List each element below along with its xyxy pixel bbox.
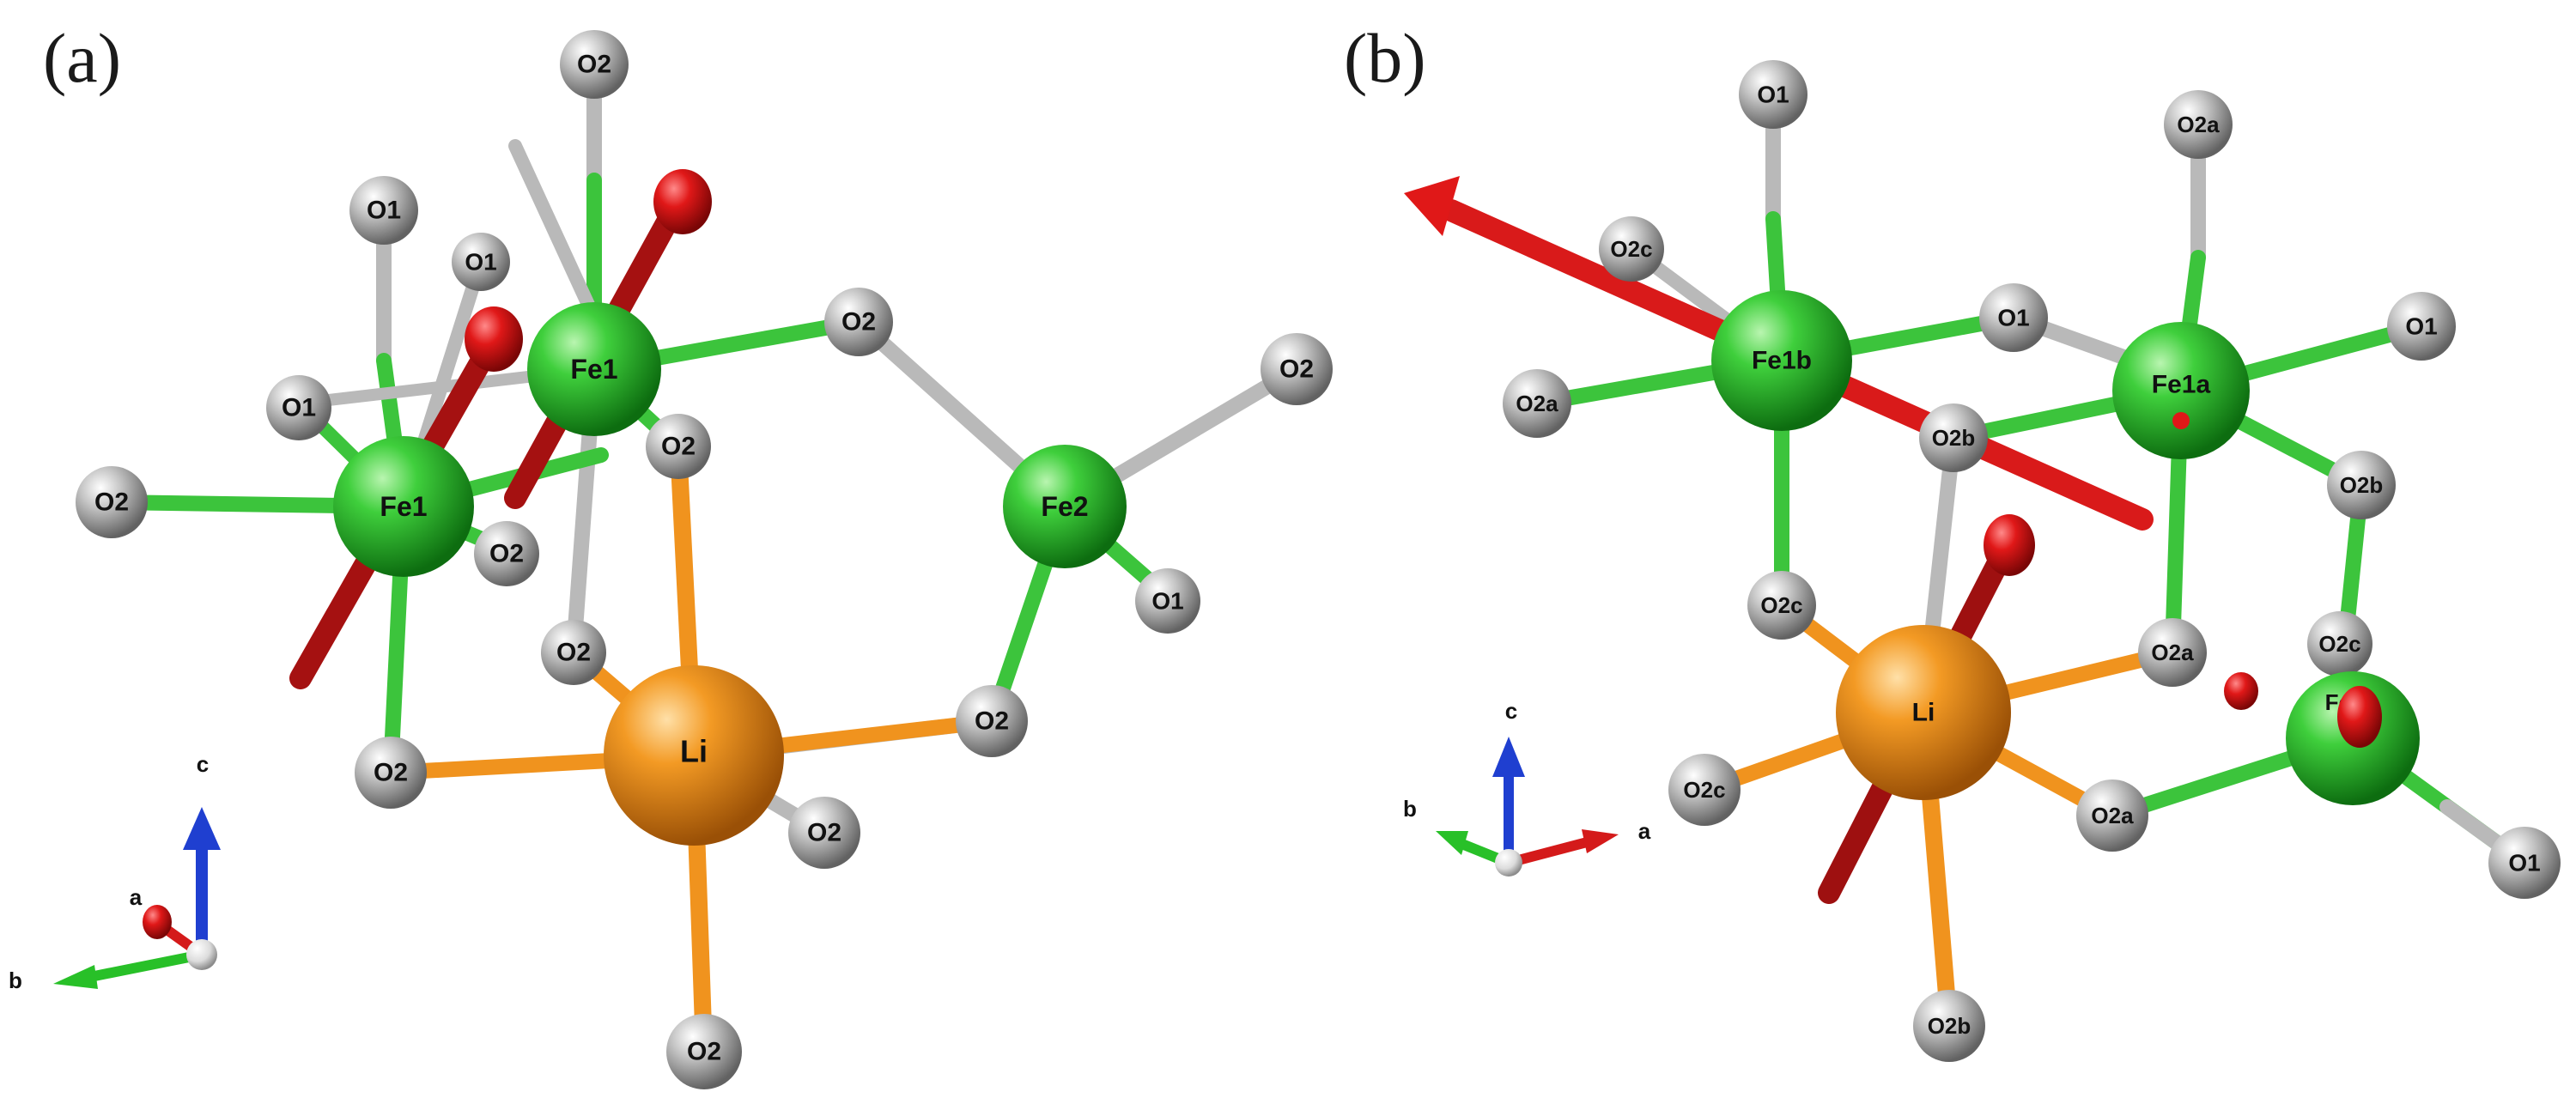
atom-label: Fe1a — [2152, 371, 2211, 399]
panel-label: (a) — [43, 19, 121, 97]
atoms: O1 O2a O2c Fe1b O1 Fe1a O1 O2a O2b O2b O… — [1503, 60, 2561, 1062]
axis-triad: c a b — [9, 751, 221, 993]
atom-label: O2 — [687, 1038, 721, 1066]
panel-label: (b) — [1344, 19, 1426, 97]
atom-label: O2a — [2091, 803, 2134, 828]
atom-label: O2 — [577, 51, 611, 79]
atom-label: O2a — [2151, 640, 2194, 665]
atom-label: Li — [680, 734, 708, 769]
atom-label: O2 — [556, 639, 591, 667]
atom-label: Fe1b — [1752, 347, 1812, 375]
atom-label: O1 — [1757, 82, 1789, 108]
atom-label: O2a — [1516, 391, 1558, 416]
atom-label: O2c — [1760, 592, 1802, 618]
atom-label: O2b — [1928, 1013, 1971, 1039]
atom-label: O1 — [2405, 313, 2437, 340]
axis-label-a: a — [130, 884, 143, 910]
atom-label: O2 — [489, 540, 524, 568]
atom-label: Fe2 — [1041, 491, 1088, 522]
atom-label: O2a — [2177, 112, 2220, 137]
axis-label-c: c — [197, 751, 209, 777]
atom-label: O2 — [374, 759, 408, 787]
atom-label: O1 — [465, 249, 496, 276]
atom-label: O2 — [94, 488, 129, 517]
atom-label: O2 — [807, 819, 841, 847]
atom-label: O2 — [841, 308, 876, 337]
atoms: O2 O1 O1 O1 O2 Fe1 Fe1 O2 O2 O2 Fe2 O2 O… — [76, 30, 1333, 1089]
atom-label: O1 — [1151, 588, 1183, 615]
atom-label: Fe1 — [380, 491, 427, 522]
axis-triad: c b a — [1403, 698, 1651, 877]
atom-label: O2c — [1683, 777, 1725, 803]
atom-label: O1 — [282, 394, 316, 422]
atom-label: O2b — [2340, 472, 2384, 498]
atom-label: O1 — [367, 197, 401, 225]
atom-label: O2c — [1610, 236, 1652, 262]
atom-label: O2 — [661, 433, 696, 461]
atom-label: O2 — [975, 707, 1009, 736]
axis-label-a: a — [1638, 818, 1651, 844]
atom-label: O2b — [1932, 425, 1976, 451]
atom-label: O1 — [1997, 305, 2029, 331]
axis-label-b: b — [9, 968, 22, 993]
panel-a: (a) — [9, 19, 1333, 1089]
atom-label: O2 — [1279, 355, 1314, 384]
axis-label-b: b — [1403, 796, 1417, 822]
axis-label-c: c — [1505, 698, 1517, 724]
atom-label: O2c — [2318, 631, 2360, 657]
atom-label: O1 — [2508, 850, 2540, 877]
panel-b: (b) — [1344, 19, 2561, 1062]
atom-label: Li — [1912, 699, 1935, 727]
atom-label: Fe1 — [570, 354, 617, 385]
